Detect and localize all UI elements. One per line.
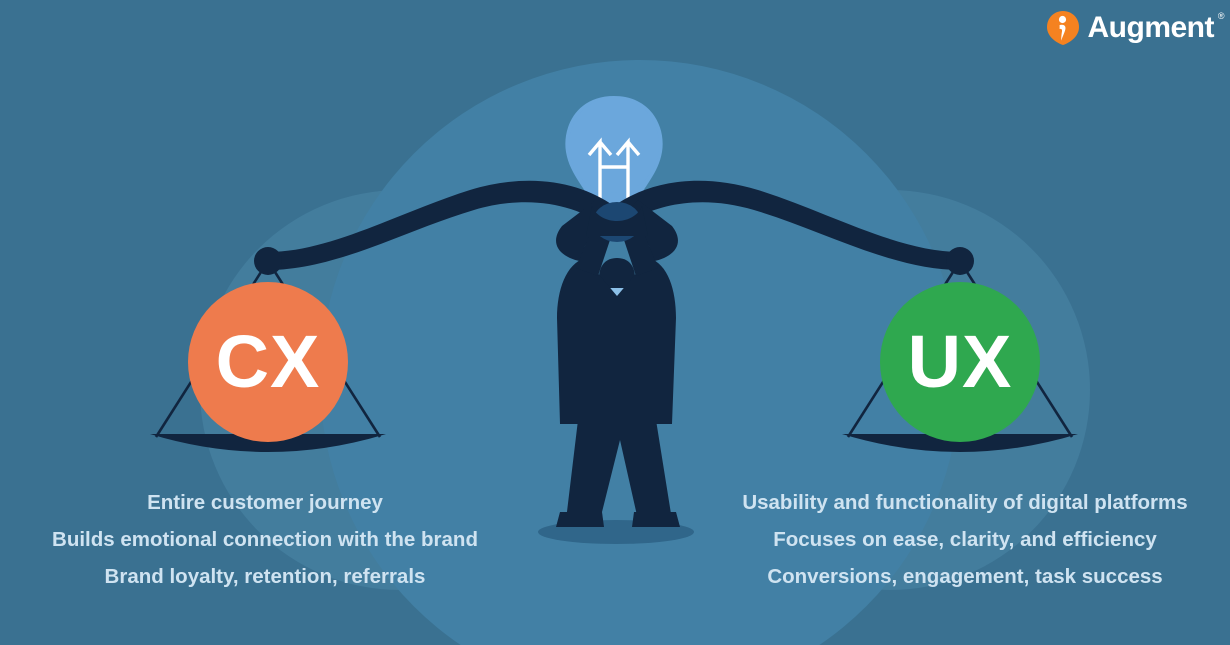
lightbulb-filament-icon [587, 137, 641, 215]
ux-caption-block: Usability and functionality of digital p… [712, 484, 1218, 595]
ux-disc [880, 282, 1040, 442]
brand-logo[interactable]: Augment ® [1045, 10, 1225, 46]
cx-disc [188, 282, 348, 442]
right-pivot-knob [946, 247, 974, 275]
ux-caption-line-2: Focuses on ease, clarity, and efficiency [773, 528, 1157, 551]
left-balance-pan [150, 434, 386, 452]
left-pivot-knob [254, 247, 282, 275]
brand-wordmark: Augment ® [1087, 11, 1225, 44]
figure-shoe-right [632, 512, 680, 527]
figure-head [598, 258, 636, 288]
lightbulb-glass [569, 97, 659, 193]
registered-trademark-icon: ® [1217, 11, 1225, 21]
ux-caption-line-3: Conversions, engagement, task success [767, 565, 1163, 588]
figure-legs [566, 420, 672, 520]
figure-jacket [557, 258, 676, 424]
right-balance-pan [842, 434, 1078, 452]
cx-caption-line-3: Brand loyalty, retention, referrals [104, 565, 426, 588]
ux-caption-line-1: Usability and functionality of digital p… [742, 491, 1188, 514]
ux-disc-label: UX [907, 320, 1013, 403]
cx-disc-label: CX [215, 320, 321, 403]
cx-caption-line-1: Entire customer journey [147, 491, 383, 514]
iaugment-i-logo-icon [1045, 10, 1081, 46]
figure-hands [586, 206, 648, 236]
cx-caption-block: Entire customer journey Builds emotional… [10, 484, 520, 595]
cx-caption-line-2: Builds emotional connection with the bra… [52, 528, 478, 551]
figure-shoe-left [556, 512, 604, 527]
brand-name-text: Augment [1087, 11, 1215, 44]
